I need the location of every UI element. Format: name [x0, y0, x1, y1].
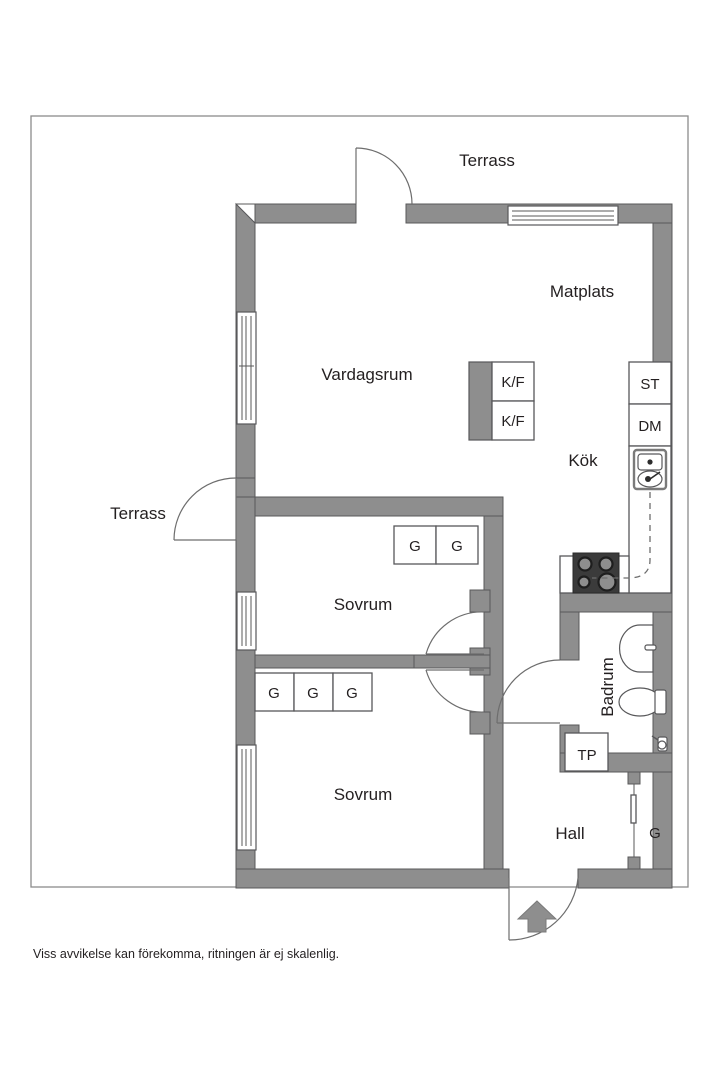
counter-edge-dashed [592, 492, 651, 579]
laundry-box [564, 732, 609, 772]
wall-jamb-bedroom-lower [469, 711, 491, 735]
door-entrance [508, 877, 579, 941]
wall-central-vertical [483, 515, 504, 870]
door-terrace-north [355, 147, 413, 205]
shower-mixer-icon [651, 735, 668, 752]
wall-south-left [235, 868, 510, 889]
window-north-matplats [507, 205, 619, 226]
door-sovrum-lower [425, 669, 485, 713]
door-terrace-west [173, 477, 237, 541]
wall-bathroom-west-upper [559, 611, 580, 661]
wardrobe-label-u2: G [451, 538, 463, 555]
window-west-sovrum-lower [236, 744, 257, 851]
arrow-up-icon [516, 900, 558, 933]
wardrobe-group-sovrum-lower: G G G [254, 672, 373, 712]
door-badrum [496, 659, 561, 724]
stove-icon [572, 552, 620, 594]
wall-north-left [236, 203, 357, 224]
room-label-hall: Hall [555, 824, 584, 843]
wardrobe-group-sovrum-upper: G G [393, 525, 479, 565]
room-label-badrum: Badrum [598, 657, 617, 717]
toilet-icon [618, 687, 667, 717]
wall-kitchen-bathroom [559, 592, 673, 613]
wardrobe-hall: G [630, 784, 661, 857]
wardrobe-label-l2: G [307, 685, 319, 702]
laundry-label: TP [577, 747, 596, 764]
room-label-matplats: Matplats [550, 282, 614, 301]
wall-jamb-terrace-door [235, 477, 256, 498]
disclaimer-caption: Viss avvikelse kan förekomma, ritningen … [33, 947, 339, 961]
kitchen-appliance-group: ST DM [559, 361, 672, 594]
wardrobe-label-hall: G [649, 825, 661, 842]
window-west-vardagsrum [236, 311, 257, 425]
fridge-label-2: K/F [501, 413, 524, 430]
wardrobe-label-l3: G [346, 685, 358, 702]
bathroom-sink-icon [619, 624, 657, 673]
fridge-label-1: K/F [501, 374, 524, 391]
dishwasher-label: DM [638, 418, 661, 435]
wall-jamb-hall-closet-top [627, 771, 641, 785]
wall-living-bedroom [236, 496, 504, 517]
room-label-sovrum-upper: Sovrum [334, 595, 393, 614]
door-sovrum-upper [425, 611, 485, 655]
room-label-kok: Kök [568, 451, 598, 470]
wall-jamb-bedroom-upper [469, 589, 491, 613]
fridge-freezer-group: K/F K/F [468, 361, 535, 441]
kitchen-sink-icon [632, 448, 668, 491]
wall-between-bedrooms-a [254, 654, 415, 669]
wardrobe-label-l1: G [268, 685, 280, 702]
wall-between-bedrooms-b [413, 654, 491, 669]
room-label-terrass-left: Terrass [110, 504, 166, 523]
wardrobe-label-u1: G [409, 538, 421, 555]
room-label-vardagsrum: Vardagsrum [321, 365, 412, 384]
window-west-sovrum-upper [236, 591, 257, 651]
bathroom-fixture-group: TP [564, 624, 668, 772]
wall-jamb-hall-closet-bottom [627, 856, 641, 870]
oven-label: ST [640, 376, 659, 393]
wall-south-right [577, 868, 673, 889]
room-label-terrass-top: Terrass [459, 151, 515, 170]
room-label-sovrum-lower: Sovrum [334, 785, 393, 804]
